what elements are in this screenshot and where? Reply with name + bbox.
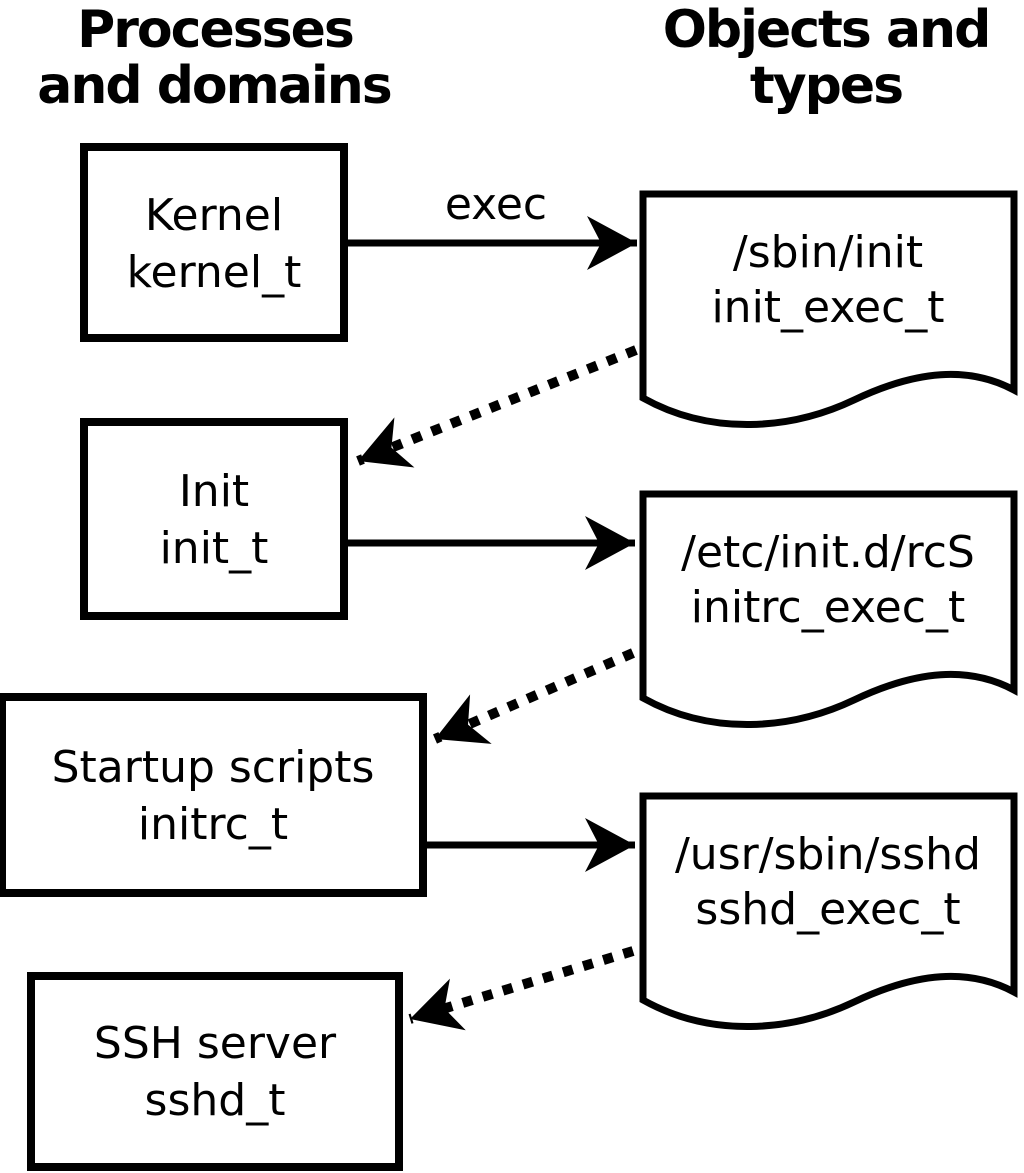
sbin-init-path: /sbin/init [733,227,923,278]
sbin-init-document-shape [639,190,1018,428]
left-column-header-line1: Processes [77,0,353,60]
ssh-server-box [27,972,403,1171]
transition-arrow-rcs-to-startup-scripts [433,648,635,744]
sbin-init-type: init_exec_t [711,282,944,333]
transition-arrow-sbin-init-to-init [356,345,638,468]
init-box [80,418,348,620]
process-node-kernel: Kernel kernel_t [80,143,348,342]
kernel-domain: kernel_t [127,247,302,298]
etc-initd-rcs-type: initrc_exec_t [691,582,965,633]
usr-sbin-sshd-document-shape [639,792,1018,1030]
right-column-header-line1: Objects and [663,0,990,60]
object-node-usr-sbin-sshd: /usr/sbin/sshd sshd_exec_t [639,792,1018,1030]
startup-scripts-name: Startup scripts [52,742,375,793]
usr-sbin-sshd-type: sshd_exec_t [695,884,960,935]
object-node-etc-initd-rcs: /etc/init.d/rcS initrc_exec_t [639,490,1018,728]
etc-initd-rcs-document-shape [639,490,1018,728]
process-node-init: Init init_t [80,418,348,620]
init-domain: init_t [160,523,269,574]
right-column-header-line2: types [750,56,902,116]
startup-scripts-domain: initrc_t [138,799,288,850]
kernel-box [80,143,348,342]
init-name: Init [179,466,249,517]
left-column-header-line2: and domains [37,56,391,116]
etc-initd-rcs-path: /etc/init.d/rcS [681,527,975,578]
transition-arrow-sshd-to-ssh-server [408,946,635,1031]
ssh-server-domain: sshd_t [145,1075,286,1126]
process-node-startup-scripts: Startup scripts initrc_t [0,693,427,897]
kernel-name: Kernel [145,190,283,241]
exec-arrow-label: exec [445,179,547,230]
startup-scripts-box [0,693,427,897]
ssh-server-name: SSH server [94,1018,337,1069]
object-node-sbin-init: /sbin/init init_exec_t [639,190,1018,428]
process-node-ssh-server: SSH server sshd_t [27,972,403,1171]
usr-sbin-sshd-path: /usr/sbin/sshd [675,829,981,880]
